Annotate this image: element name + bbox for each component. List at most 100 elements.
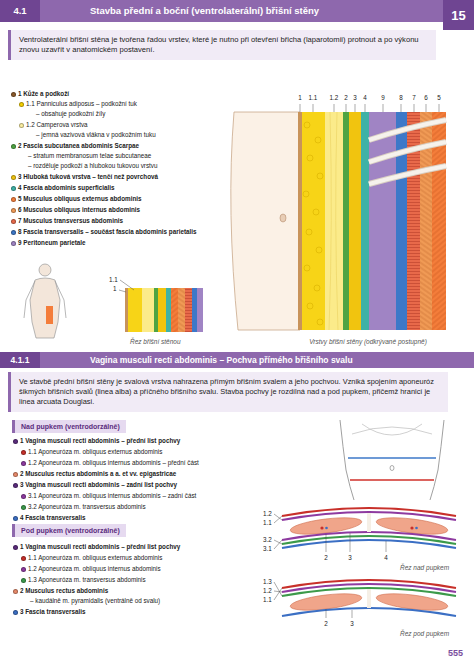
section-title: Stavba přední a boční (ventrolaterální) … <box>40 0 319 22</box>
layer-illustration <box>231 104 446 330</box>
deep-fat-layer <box>349 112 361 330</box>
fiber-line <box>329 112 331 330</box>
torso-sketch <box>340 420 444 500</box>
navel <box>280 214 286 222</box>
list-item: 1 Vagina musculi recti abdominis – předn… <box>20 437 180 445</box>
leader-line <box>274 514 386 552</box>
scarpa-fascia <box>343 112 349 330</box>
bullet-dot <box>21 461 26 466</box>
torso-outline <box>430 420 444 500</box>
bullet-dot <box>13 545 18 550</box>
callout-number: 3 <box>353 94 357 102</box>
fat-lobule <box>307 155 313 161</box>
section-layer <box>197 288 203 332</box>
section-number: 4.1 <box>0 0 40 22</box>
section-layer <box>171 288 178 332</box>
bullet-dot <box>11 144 16 149</box>
section-line <box>350 479 434 481</box>
section-header-bar: 4.1.1Vagina musculi recti abdominis – Po… <box>0 352 474 368</box>
fat-lobule <box>317 319 323 325</box>
transversalis-fascia <box>396 112 407 330</box>
list-item: 3 Fascia transversalis <box>20 608 85 616</box>
list-item: 3 Hluboká tuková vrstva – tenčí než povr… <box>18 173 158 181</box>
figure-caption: Řez nad pupkem <box>400 564 449 572</box>
list-item: 4 Fascia transversalis <box>20 514 85 522</box>
callout-number: 9 <box>381 94 385 102</box>
muscle-fibers <box>407 112 420 330</box>
list-item: 7 Musculus transversus abdominis <box>18 217 123 225</box>
chest-line <box>352 427 432 434</box>
list-item: – kaudálně m. pyramidalis (ventrálně od … <box>30 597 160 605</box>
list-item: 1 Kůže a podkoží <box>18 90 69 98</box>
callout-number: 6 <box>424 94 428 102</box>
section-layer <box>125 288 128 332</box>
bullet-dot <box>13 439 18 444</box>
section-number: 4.1.1 <box>0 352 40 368</box>
skin-surface <box>231 112 300 330</box>
list-item: 1.2 Aponeuróza m. obliquus internus abdo… <box>28 565 161 573</box>
bullet-dot <box>11 186 16 191</box>
wall-section <box>119 280 203 332</box>
transversus-muscle <box>407 112 420 330</box>
callout-number: 7 <box>412 94 416 102</box>
head <box>39 264 51 276</box>
arm <box>55 281 66 318</box>
section-layer <box>171 288 178 332</box>
fiber-line <box>336 112 338 330</box>
fat-lobule <box>306 229 312 235</box>
leader-lines <box>300 104 439 112</box>
torso <box>30 278 60 338</box>
bullet-dot <box>11 241 16 246</box>
callout-number: 1.1 <box>109 276 118 284</box>
bullet-dot <box>21 567 26 572</box>
leader-line <box>119 280 134 292</box>
list-item: 2 Musculus rectus abdominis <box>20 587 108 595</box>
list-item: 2 Fascia subcutanea abdominis Scarpae <box>18 142 139 150</box>
bullet-dot <box>21 494 26 499</box>
rib <box>369 166 446 184</box>
bullet-dot <box>11 92 16 97</box>
list-item: 8 Fascia transversalis – součást fascia … <box>18 228 197 236</box>
callout-number: 1.1 <box>309 94 318 102</box>
callout-number: 3.2 <box>263 536 272 544</box>
rib <box>369 142 446 162</box>
list-item: – stratum membranosum telae subcutaneae <box>28 152 151 160</box>
intro-text: Ventrolaterální břišní stěna je tvořena … <box>19 35 428 55</box>
bullet-dot <box>21 556 26 561</box>
fat-lobule <box>315 137 321 143</box>
leader-line <box>274 582 352 618</box>
fat-lobule <box>313 209 319 215</box>
callout-number: 2 <box>344 94 348 102</box>
section-layer <box>142 288 154 332</box>
section-layer <box>192 288 197 332</box>
navel <box>390 466 394 471</box>
section-line <box>348 457 436 459</box>
callout-number: 3 <box>348 554 352 562</box>
bullet-dot <box>13 516 18 521</box>
list-item: 1.2 Aponeuróza m. obliquus internus abdo… <box>28 459 199 467</box>
list-item: – obsahuje podkožní žíly <box>36 110 105 118</box>
vessel <box>415 527 418 530</box>
bullet-dot <box>11 219 16 224</box>
fat-lobule <box>304 122 310 128</box>
intro-box: Ventrolaterální břišní stěna je tvořena … <box>8 30 436 60</box>
bullet-dot <box>11 175 16 180</box>
fat-lobule <box>307 303 313 309</box>
callout-number: 1.2 <box>263 587 272 595</box>
bullet-dot <box>13 610 18 615</box>
section-layer <box>185 288 192 332</box>
rib <box>369 120 446 140</box>
vessel <box>320 526 323 529</box>
section-layer <box>166 288 171 332</box>
callout-number: 1 <box>113 285 117 293</box>
section-layer <box>154 288 158 332</box>
list-item: 4 Fascia abdominis superficialis <box>18 184 115 192</box>
figure-caption: Řez pod pupkem <box>400 630 449 638</box>
bullet-dot <box>21 450 26 455</box>
list-item: 1.2 Camperova vrstva <box>26 121 88 129</box>
callout-number: 3 <box>350 620 354 628</box>
subheading: Pod pupkem (ventrodorzálně) <box>21 526 120 535</box>
subheading-tag: Pod pupkem (ventrodorzálně) <box>12 524 126 537</box>
list-item: 3.2 Aponeuróza m. transversus abdominis <box>28 503 146 511</box>
